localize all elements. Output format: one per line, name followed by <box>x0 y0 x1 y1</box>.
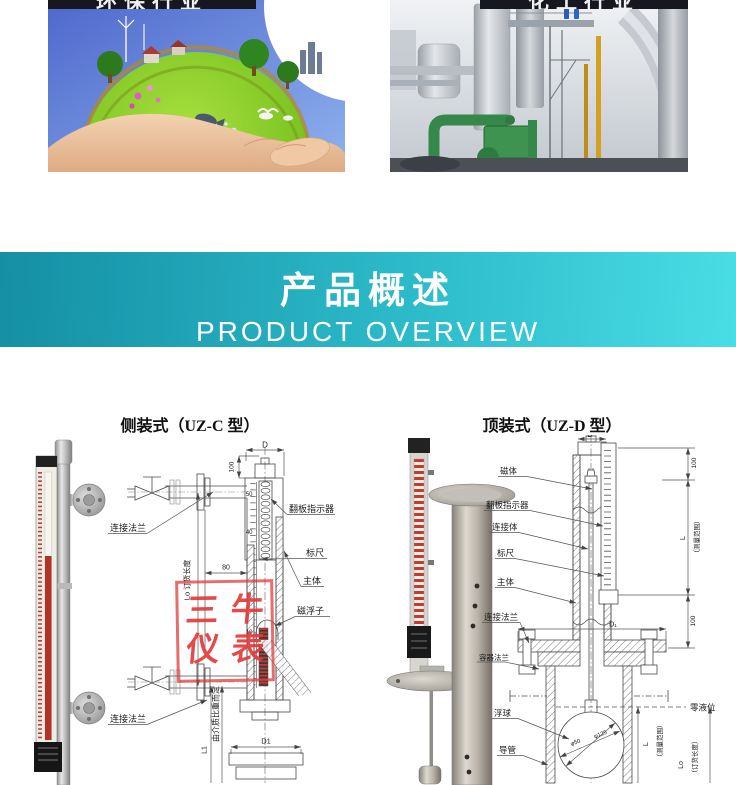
uzd-dim-range-bottom: （测量范围） <box>655 722 664 761</box>
uzc-scale-10: 10 <box>246 630 253 636</box>
birds <box>257 108 293 121</box>
uzd-dim-order-length: （订货长度） <box>690 738 699 777</box>
uzc-dim-80: 80 <box>222 565 230 572</box>
uzd-title: 顶装式（UZ-D 型） <box>482 418 622 435</box>
yellow-pipe <box>596 36 601 160</box>
right-photo-banner-label: 化工行业 <box>480 0 688 9</box>
uzd-dim-phi125: φ125 <box>593 730 608 740</box>
uzd-label-flap-indicator: 翻板指示器 <box>486 500 529 510</box>
uzd-label-float-ball: 浮球 <box>494 708 512 718</box>
uzd-dim-zero-level: 零液位 <box>690 703 716 713</box>
left-photo-banner-label: 环保行业 <box>48 0 256 9</box>
uzc-label-mag-float: 磁浮子 <box>297 605 324 616</box>
uzd-label-body: 主体 <box>497 577 515 587</box>
uzc-drawing-svg: 连接法兰 翻板指示器 标尺 主体 磁浮子 连接法兰 D 100 50 40 10… <box>34 439 335 785</box>
uzc-gauge-photo <box>34 439 106 785</box>
uzc-dim-order-length: Lo 订货长度 <box>182 559 192 600</box>
uzc-scale-40: 40 <box>246 530 253 536</box>
uzc-dim-by-density: 由介质比重而定 <box>211 686 221 742</box>
uzd-label-magnet: 磁体 <box>500 466 518 476</box>
uzd-drawing <box>509 435 669 784</box>
uzd-dim-l-top: L <box>678 536 687 540</box>
uzd-dim-l-bottom: L <box>641 742 650 746</box>
uzd-label-connector: 连接体 <box>492 522 518 532</box>
right-photo-banner: 化工行业 <box>480 0 688 9</box>
uzd-label-ruler: 标尺 <box>497 548 515 558</box>
uzd-dim-phi50: φ50 <box>570 738 582 747</box>
section-title: 产品概述 <box>280 270 456 311</box>
uzd-dim-lo: Lo <box>678 761 685 769</box>
uzc-dim-d1: D1 <box>261 737 271 746</box>
chemical-plant-photo: 化工行业 <box>390 0 688 172</box>
uzc-label-flap-indicator: 翻板指示器 <box>289 503 334 514</box>
environment-photo: 环保行业 <box>48 0 345 172</box>
section-subtitle: PRODUCT OVERVIEW <box>195 316 541 347</box>
uzd-dimension-lines <box>517 436 713 783</box>
uzd-dim-d: D <box>587 435 593 439</box>
left-photo-banner: 环保行业 <box>48 0 256 9</box>
uzd-label-conn-flange: 连接法兰 <box>484 612 518 622</box>
section-banner: 产品概述 PRODUCT OVERVIEW <box>0 252 736 347</box>
uzc-dim-100: 100 <box>229 461 236 472</box>
uzc-label-body: 主体 <box>303 575 321 586</box>
uzc-scale-50: 50 <box>246 492 253 498</box>
uzc-title: 侧装式（UZ-C 型） <box>120 418 260 435</box>
uzd-gauge-photo <box>386 438 516 785</box>
uzc-labels: 连接法兰 翻板指示器 标尺 主体 磁浮子 连接法兰 D 100 50 40 10… <box>108 441 335 754</box>
environment-photo-art <box>48 0 345 172</box>
hand <box>48 113 345 172</box>
uzc-dim-d: D <box>262 441 268 450</box>
uzd-label-guide-tube: 导管 <box>499 745 516 755</box>
uzc-dim-l1: L1 <box>202 746 209 754</box>
uzd-dim-top-100: 100 <box>691 457 698 468</box>
uzd-dim-d1: D₁ <box>609 620 617 629</box>
uzc-label-ruler: 标尺 <box>306 547 324 558</box>
uzd-label-vessel-flange: 容器法兰 <box>479 652 509 662</box>
uzc-label-flange-top: 连接法兰 <box>110 522 146 533</box>
uzd-labels: 磁体 翻板指示器 连接体 标尺 主体 连接法兰 容器法兰 浮球 导管 <box>477 435 716 777</box>
uzc-label-flange-bottom: 连接法兰 <box>110 713 146 724</box>
uzc-dimension-lines <box>128 447 302 783</box>
uzd-dim-range-top: （测量范围） <box>692 518 701 557</box>
uzd-drawing-svg: 磁体 翻板指示器 连接体 标尺 主体 连接法兰 容器法兰 浮球 导管 <box>386 435 716 785</box>
uzd-dim-mid-100: 100 <box>690 615 697 626</box>
chemical-plant-art <box>390 0 688 172</box>
plant-structures <box>390 0 688 172</box>
